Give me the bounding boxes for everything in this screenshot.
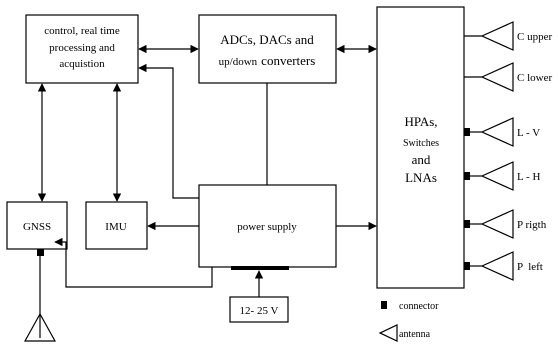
voltage-label: 12- 25 V — [240, 305, 279, 317]
gnss-antenna-icon — [23, 312, 57, 342]
imu-block: IMU — [85, 201, 148, 250]
antenna-icon — [480, 161, 514, 191]
hpa-label-line-3: and — [412, 152, 431, 167]
control-label-line-2: processing and — [49, 42, 115, 54]
antenna-l-v-label: L - V — [517, 127, 540, 139]
power-connector-bar — [231, 266, 289, 270]
antenna-p-right-label: P rigth — [517, 219, 547, 231]
connector-p-right — [464, 220, 470, 228]
hpa-label-line-4: LNAs — [405, 170, 437, 185]
antenna-c-lower: C lower — [464, 62, 552, 92]
antenna-l-h: L - H — [464, 161, 540, 191]
legend-connector-swatch — [381, 301, 387, 309]
adc-label-line-1: ADCs, DACs and — [220, 32, 314, 47]
legend-antenna-icon — [378, 324, 398, 342]
connector-p-left — [464, 262, 470, 270]
antenna-p-left: P left — [464, 251, 543, 281]
power-supply-label: power supply — [237, 221, 297, 233]
antenna-p-right: P rigth — [464, 209, 547, 239]
antenna-c-lower-label: C lower — [517, 72, 552, 84]
connector-l-h — [464, 172, 470, 180]
gnss-connector — [37, 249, 44, 256]
voltage-input-block: 12- 25 V — [229, 296, 289, 323]
hpa-label-line-1: HPAs, — [404, 114, 437, 129]
antenna-l-h-label: L - H — [517, 171, 540, 183]
antenna-icon — [480, 209, 514, 239]
antenna-l-v: L - V — [464, 117, 540, 147]
legend-connector-label: connector — [399, 301, 439, 312]
control-block: control, real time processing and acquis… — [25, 14, 139, 84]
antenna-icon — [480, 117, 514, 147]
power-to-control-feed — [138, 63, 199, 199]
power-to-gnss-feed — [54, 237, 213, 288]
gnss-label: GNSS — [23, 221, 51, 233]
imu-label: IMU — [105, 221, 126, 233]
control-label-line-1: control, real time — [44, 25, 120, 37]
antenna-icon — [480, 21, 514, 51]
antenna-c-upper: C upper — [464, 21, 552, 51]
power-supply-block: power supply — [198, 184, 337, 268]
legend: connector antenna — [378, 301, 439, 342]
antenna-c-upper-label: C upper — [517, 31, 552, 43]
hpa-label-line-2: Switches — [403, 138, 439, 149]
control-label-line-3: acquistion — [59, 58, 105, 70]
antenna-icon — [480, 62, 514, 92]
adc-label-updown: up/down — [219, 56, 258, 68]
connector-l-v — [464, 128, 470, 136]
antenna-p-left-label: P left — [517, 261, 543, 273]
legend-antenna-label: antenna — [399, 329, 431, 340]
antenna-icon — [480, 251, 514, 281]
hpa-switches-lna-block: HPAs, Switches and LNAs — [376, 6, 465, 289]
adc-label-converters: converters — [261, 53, 315, 68]
